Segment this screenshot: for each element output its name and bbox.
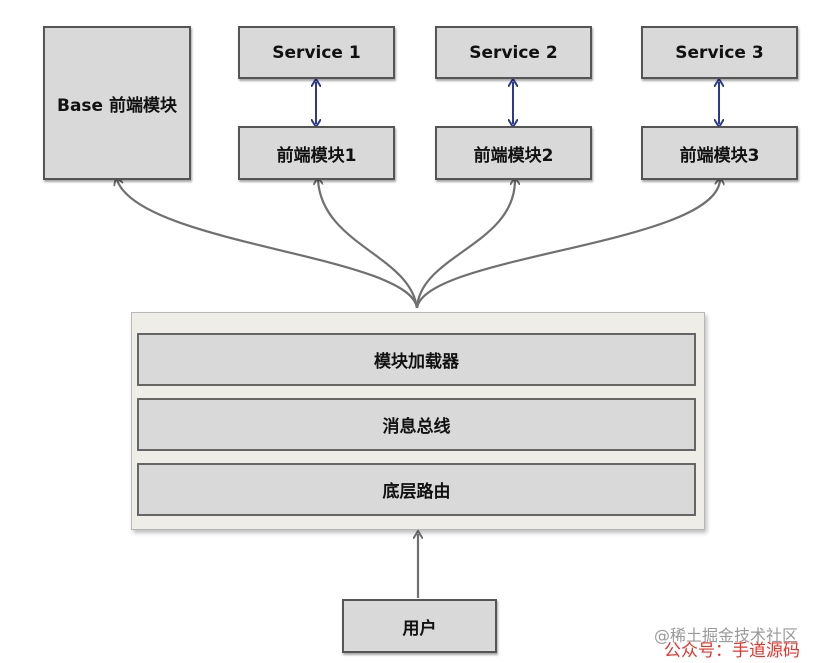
service-1-box: Service 1: [238, 26, 395, 79]
juejin-watermark: @稀土掘金技术社区: [654, 626, 799, 645]
arrow-to-frontend-module-3: [415, 180, 720, 309]
core-framework-panel: 模块加载器 消息总线 底层路由: [131, 312, 705, 530]
frontend-module-2-box: 前端模块2: [435, 126, 592, 180]
service-1-label: Service 1: [272, 42, 361, 63]
router-label: 底层路由: [382, 482, 451, 502]
service-2-label: Service 2: [469, 42, 558, 63]
message-bus-layer: 消息总线: [137, 398, 696, 451]
frontend-module-2-label: 前端模块2: [473, 145, 554, 166]
service-3-box: Service 3: [641, 26, 798, 79]
router-layer: 底层路由: [137, 463, 696, 516]
base-frontend-module: Base 前端模块: [43, 26, 191, 180]
account-watermark: 公众号：手道源码: [664, 641, 800, 661]
base-frontend-module-label: Base 前端模块: [57, 95, 177, 116]
user-box: 用户: [342, 599, 497, 653]
module-loader-label: 模块加载器: [374, 352, 459, 372]
arrow-to-frontend-module-2: [415, 180, 515, 309]
frontend-module-1-label: 前端模块1: [276, 145, 357, 166]
frontend-module-3-label: 前端模块3: [679, 145, 760, 166]
frontend-module-3-box: 前端模块3: [641, 126, 798, 180]
message-bus-label: 消息总线: [382, 417, 451, 437]
service-3-label: Service 3: [675, 42, 764, 63]
module-loader-layer: 模块加载器: [137, 333, 696, 386]
user-label: 用户: [402, 618, 437, 639]
arrow-to-base-module: [117, 180, 419, 309]
frontend-module-1-box: 前端模块1: [238, 126, 395, 180]
service-2-box: Service 2: [435, 26, 592, 79]
arrow-to-frontend-module-1: [318, 180, 419, 309]
